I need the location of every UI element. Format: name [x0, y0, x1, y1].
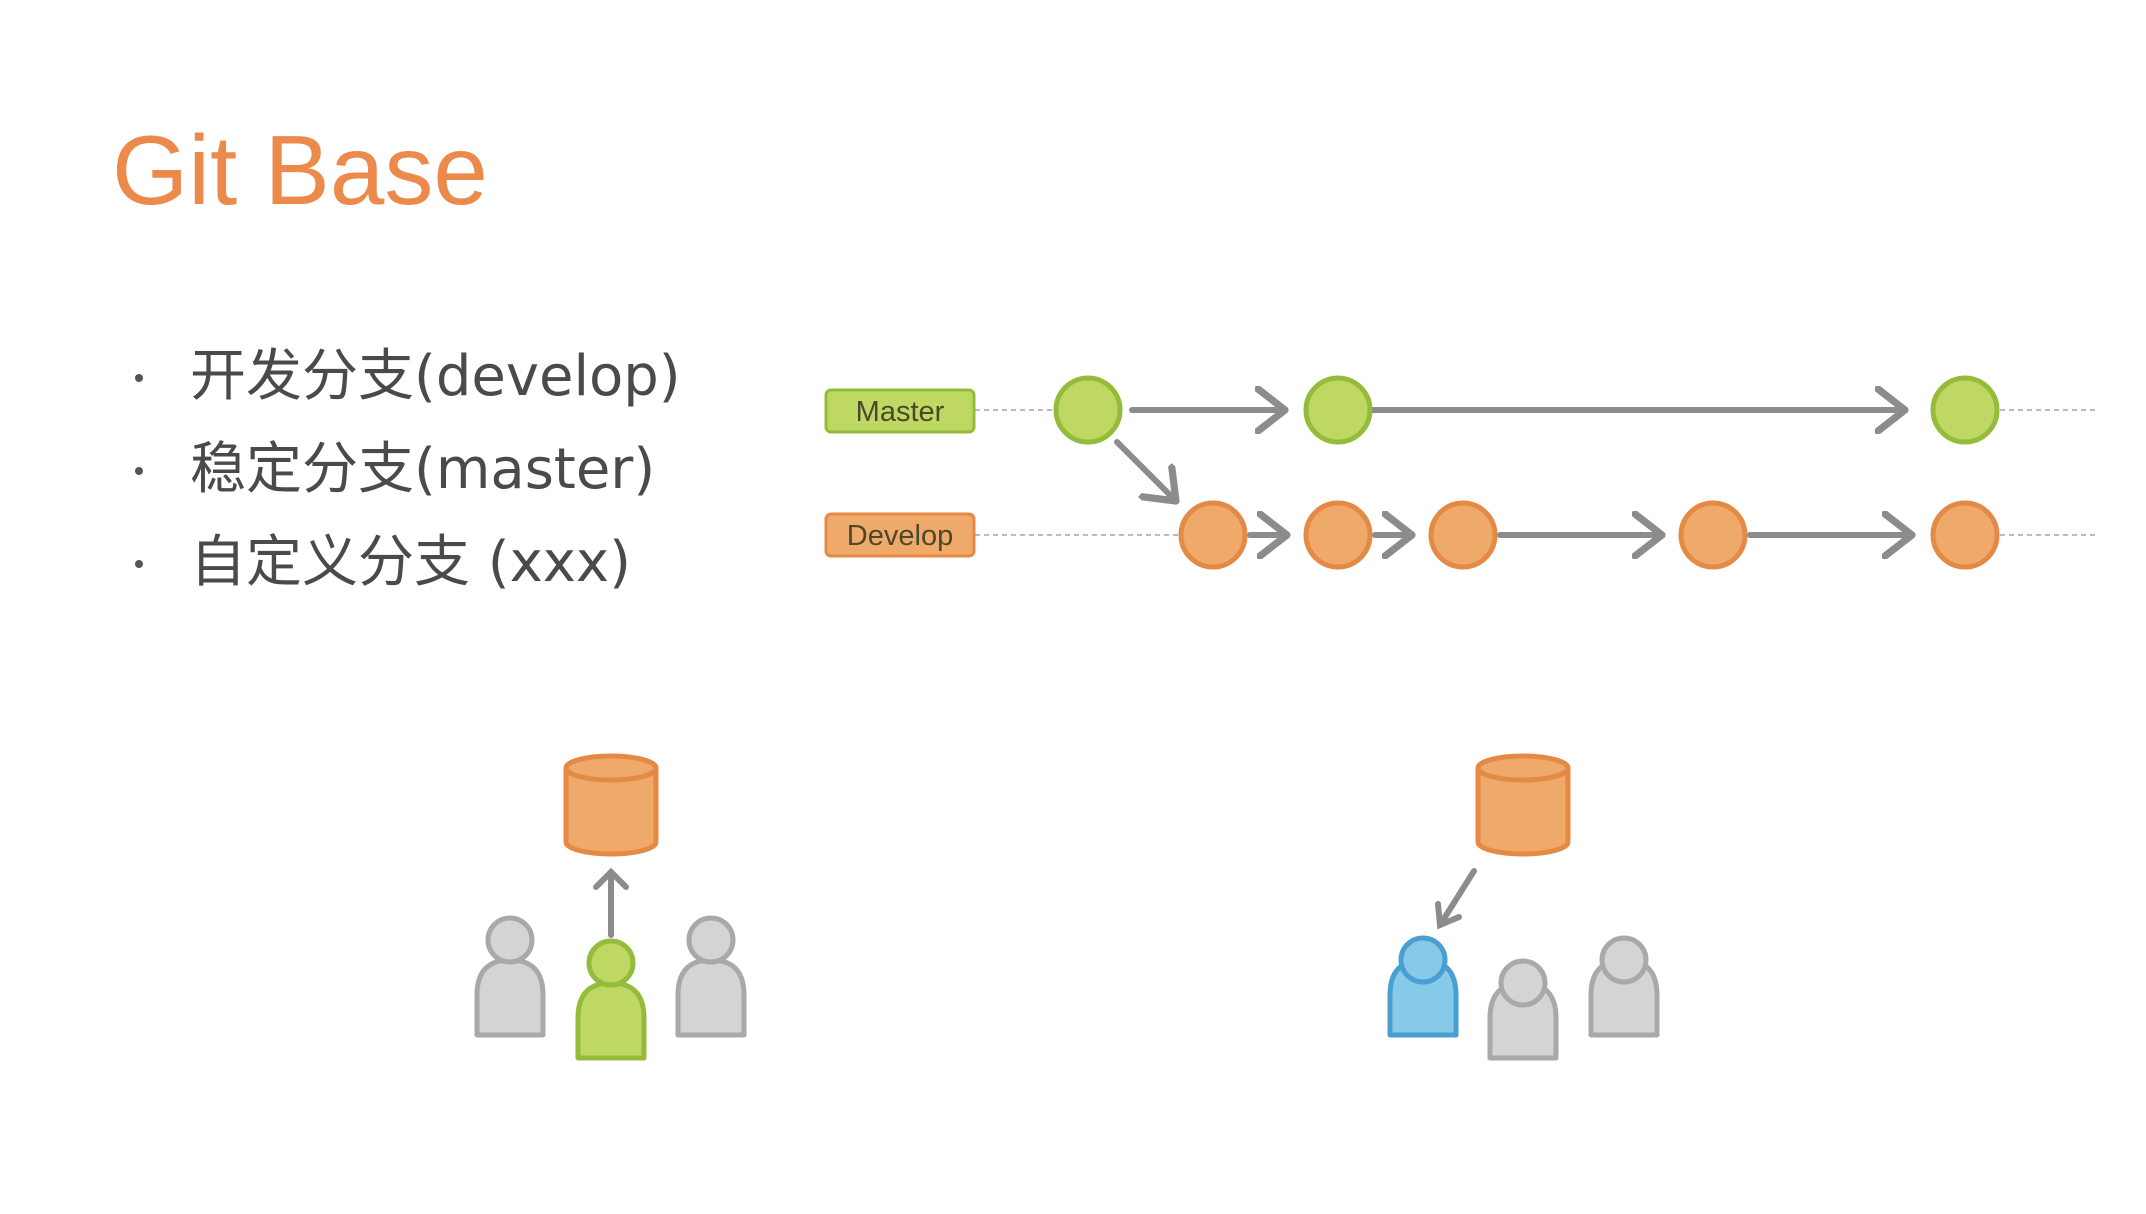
user-icon: [1387, 935, 1459, 1038]
bullet-text: 自定义分支 (xxx): [190, 530, 631, 595]
bullet-dot-icon: [135, 560, 143, 568]
user-icon: [474, 915, 546, 1038]
master-commit-node: [1303, 375, 1373, 445]
database-icon: [563, 753, 659, 857]
master-commit-node: [1930, 375, 2000, 445]
arrow-down-left-icon: [1435, 868, 1477, 930]
master-commit-node: [1053, 375, 1123, 445]
user-icon: [1487, 958, 1559, 1061]
bullet-text: 稳定分支(master): [190, 437, 656, 502]
branch-graph: Master Develop: [824, 375, 2095, 570]
master-label-text: Master: [856, 396, 945, 428]
bullet-item-custom: 自定义分支 (xxx): [130, 516, 681, 609]
develop-commit-node: [1428, 500, 1498, 570]
user-icon: [575, 938, 647, 1061]
user-icon: [1588, 935, 1660, 1038]
develop-commit-node: [1678, 500, 1748, 570]
arrow-up-icon: [593, 867, 629, 938]
bullet-item-master: 稳定分支(master): [130, 423, 681, 516]
bullet-text: 开发分支(develop): [190, 344, 681, 409]
develop-branch-label: Develop: [824, 512, 976, 558]
develop-commit-node: [1303, 500, 1373, 570]
bullet-item-develop: 开发分支(develop): [130, 330, 681, 423]
user-icon: [675, 915, 747, 1038]
push-illustration: [474, 753, 747, 1061]
develop-commit-node: [1930, 500, 2000, 570]
arrow-icon: [1114, 439, 1176, 501]
bullet-dot-icon: [135, 374, 143, 382]
bullet-dot-icon: [135, 467, 143, 475]
master-branch-label: Master: [824, 388, 976, 434]
slide-title: Git Base: [112, 115, 488, 225]
develop-commit-node: [1178, 500, 1248, 570]
bullet-list: 开发分支(develop) 稳定分支(master) 自定义分支 (xxx): [130, 330, 681, 609]
database-icon: [1475, 753, 1571, 857]
develop-label-text: Develop: [847, 520, 953, 552]
pull-illustration: [1387, 753, 1660, 1061]
